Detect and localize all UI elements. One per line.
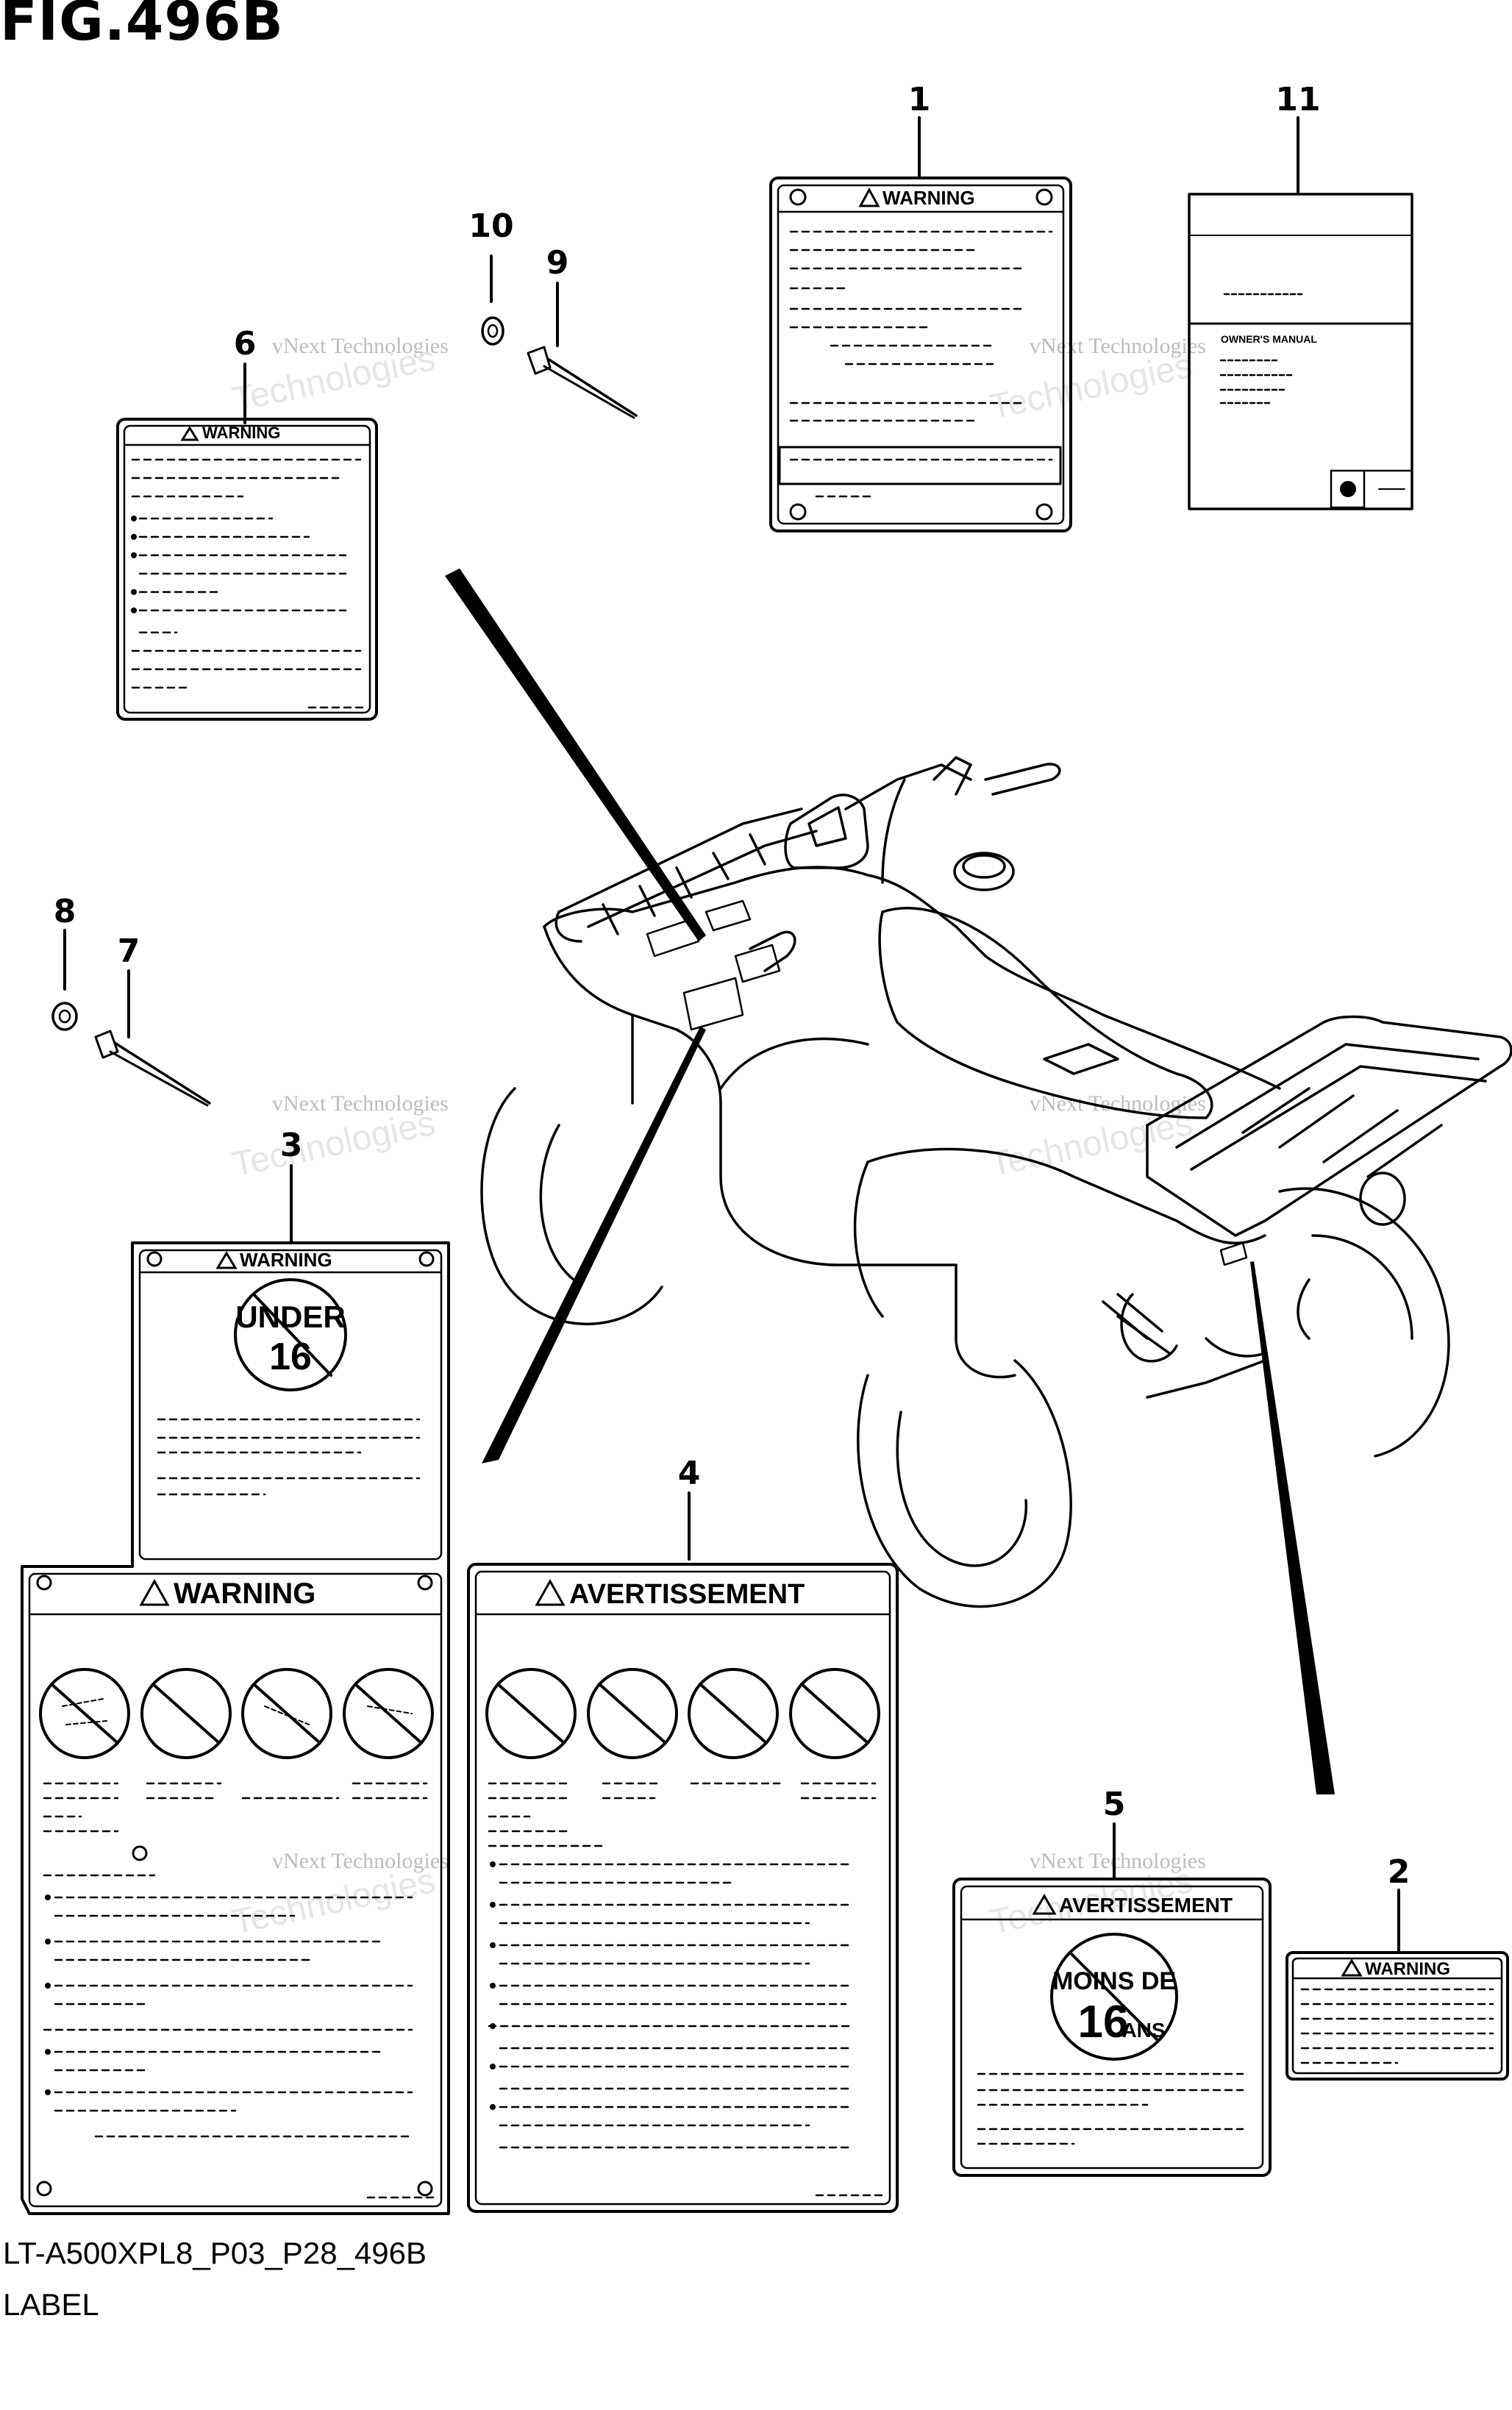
watermark: vNext Technologies bbox=[1030, 1849, 1206, 1873]
washer-8[interactable] bbox=[51, 1002, 78, 1031]
rivet-9[interactable] bbox=[527, 346, 638, 419]
watermark-large: Technologies bbox=[986, 346, 1196, 427]
under-age-text: 16 bbox=[269, 1336, 312, 1378]
callout-3[interactable]: 3 bbox=[280, 1127, 303, 1164]
label-3-under-16[interactable] bbox=[21, 1241, 450, 2215]
callout-leaders bbox=[63, 116, 1400, 1954]
label-3-warning-panel[interactable] bbox=[28, 1572, 443, 2208]
callout-5[interactable]: 5 bbox=[1103, 1786, 1126, 1823]
moins-age-text: 16 bbox=[1078, 1997, 1129, 2047]
callout-6[interactable]: 6 bbox=[234, 325, 257, 363]
callout-7[interactable]: 7 bbox=[118, 933, 140, 970]
label-2-warning-panel[interactable] bbox=[1285, 1951, 1509, 2081]
figure-code: LT-A500XPL8_P03_P28_496B bbox=[3, 2236, 427, 2270]
label-1-heading: WARNING bbox=[882, 187, 975, 209]
atv-leaders bbox=[445, 568, 1335, 1794]
callout-1[interactable]: 1 bbox=[908, 81, 931, 118]
callout-4[interactable]: 4 bbox=[678, 1455, 701, 1492]
watermark: vNext Technologies bbox=[272, 334, 449, 358]
callout-8[interactable]: 8 bbox=[54, 893, 76, 930]
owners-manual-text: OWNER'S MANUAL bbox=[1221, 333, 1317, 345]
label-5-heading: AVERTISSEMENT bbox=[1059, 1894, 1233, 1917]
rivet-7[interactable] bbox=[94, 1030, 211, 1107]
watermark-large: Technologies bbox=[229, 1861, 438, 1942]
callout-2[interactable]: 2 bbox=[1388, 1853, 1411, 1891]
warning-triangle-icons bbox=[139, 187, 1363, 1977]
label-6-warning-panel[interactable] bbox=[116, 418, 378, 721]
washer-10[interactable] bbox=[481, 316, 504, 346]
watermark: vNext Technologies bbox=[272, 1849, 449, 1873]
figure-section: LABEL bbox=[3, 2287, 99, 2322]
label-6-heading: WARNING bbox=[202, 424, 280, 442]
callout-10[interactable]: 10 bbox=[468, 207, 513, 245]
label-4-heading: AVERTISSEMENT bbox=[569, 1579, 805, 1610]
label-5-moins-de-16[interactable] bbox=[952, 1878, 1272, 2177]
under-text: UNDER bbox=[235, 1300, 345, 1334]
moins-de-text: MOINS DE bbox=[1052, 1967, 1176, 1995]
label-4-avertissement-panel[interactable] bbox=[467, 1563, 899, 2213]
callout-11[interactable]: 11 bbox=[1275, 81, 1320, 118]
atv-vehicle bbox=[480, 756, 1512, 1608]
watermark: vNext Technologies bbox=[272, 1091, 449, 1116]
callout-9[interactable]: 9 bbox=[546, 244, 569, 282]
label-11-owners-manual[interactable] bbox=[1188, 193, 1413, 510]
figure-title: FIG.496B bbox=[0, 0, 284, 53]
watermark: vNext Technologies bbox=[1030, 334, 1206, 358]
label-2-heading: WARNING bbox=[1365, 1959, 1450, 1979]
ans-text: ANS bbox=[1121, 2019, 1165, 2042]
label-3-panel-heading: WARNING bbox=[174, 1577, 315, 1610]
watermark-large: Technologies bbox=[229, 1104, 438, 1185]
label-3-heading: WARNING bbox=[240, 1249, 332, 1271]
label-1-warning-panel[interactable] bbox=[769, 177, 1072, 532]
